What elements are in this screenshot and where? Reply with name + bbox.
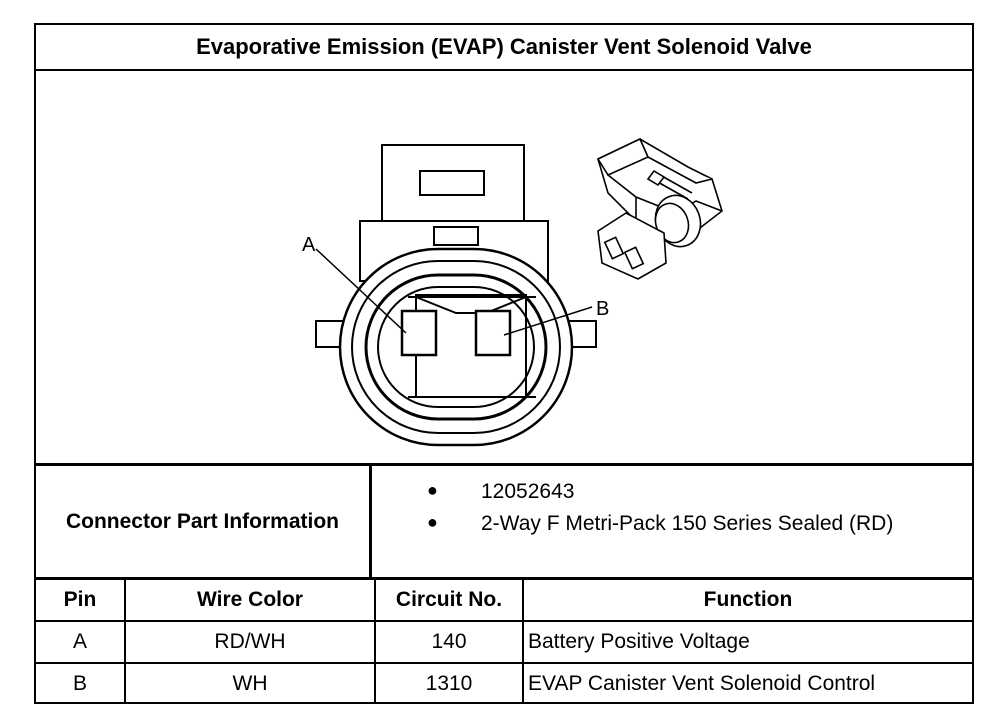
cell-pin: B (36, 664, 126, 704)
header-pin: Pin (36, 580, 126, 620)
leader-b (503, 306, 593, 336)
cell-pin: A (36, 622, 126, 662)
cell-circuit-no: 1310 (376, 664, 524, 704)
table-row: A RD/WH 140 Battery Positive Voltage (36, 622, 972, 664)
header-function: Function (703, 588, 793, 611)
cell-function: Battery Positive Voltage (528, 630, 750, 653)
pin-a-label: A (302, 234, 316, 256)
bullet-icon: ● (427, 480, 438, 500)
pin-b-label: B (596, 298, 609, 320)
bullet-icon: ● (427, 512, 438, 532)
cell-wire-color: RD/WH (126, 622, 376, 662)
sheet-title: Evaporative Emission (EVAP) Canister Ven… (36, 25, 972, 71)
table-header-row: Pin Wire Color Circuit No. Function (36, 580, 972, 622)
connector-part-info: Connector Part Information ● 12052643 ● … (36, 463, 972, 580)
leader-a (315, 248, 407, 334)
pinout-table: Pin Wire Color Circuit No. Function A RD… (36, 580, 972, 704)
connector-diagram: A B (36, 71, 972, 463)
connector-info-list: ● 12052643 ● 2-Way F Metri-Pack 150 Seri… (427, 480, 894, 535)
latch-window (419, 170, 485, 196)
connector-iso-sketch (596, 137, 723, 280)
cell-wire-color: WH (126, 664, 376, 704)
connector-info-label: Connector Part Information (36, 466, 372, 577)
cavity-a (400, 309, 438, 357)
connector-drawing: A B (302, 137, 723, 447)
header-wire-color: Wire Color (126, 580, 376, 620)
connector-sheet: Evaporative Emission (EVAP) Canister Ven… (34, 23, 974, 704)
cell-function: EVAP Canister Vent Solenoid Control (528, 672, 876, 695)
cavity-b (474, 309, 512, 357)
connector-body (338, 247, 574, 447)
header-circuit-no: Circuit No. (376, 580, 524, 620)
connector-face-view (315, 144, 597, 447)
cell-circuit-no: 140 (376, 622, 524, 662)
table-row: B WH 1310 EVAP Canister Vent Solenoid Co… (36, 664, 972, 704)
